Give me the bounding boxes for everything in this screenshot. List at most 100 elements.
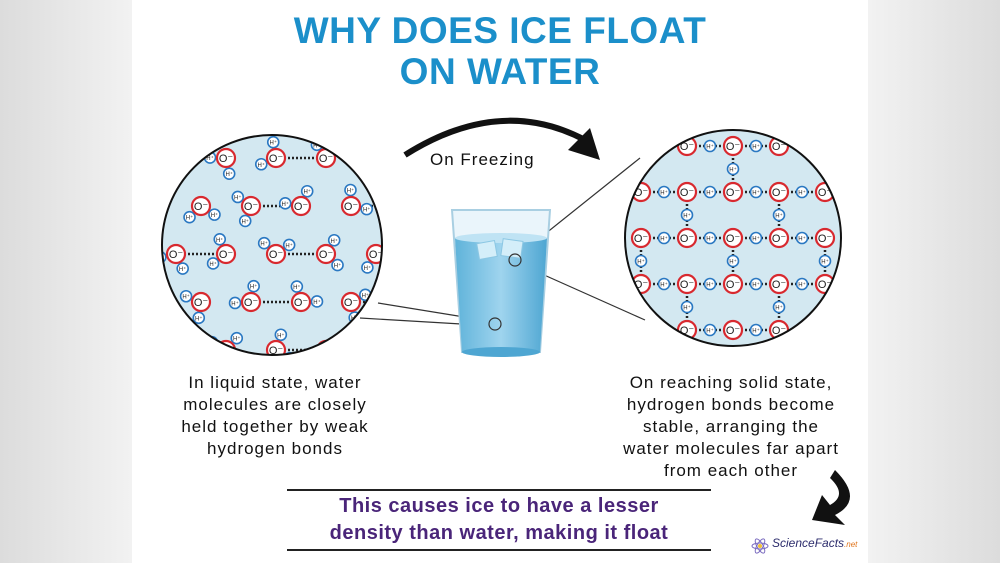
hydrogen-atom: H⁺	[680, 300, 694, 314]
hydrogen-atom: H⁺	[726, 254, 740, 268]
caption-line: hydrogen bonds	[207, 439, 343, 458]
svg-text:H⁺: H⁺	[241, 218, 249, 225]
svg-text:H⁺: H⁺	[660, 144, 668, 151]
hydrogen-atom: H⁺	[657, 231, 671, 245]
svg-text:O⁻: O⁻	[294, 297, 309, 309]
conclusion-box: This causes ice to have a lesser density…	[287, 489, 711, 551]
oxygen-atom: O⁻	[215, 339, 237, 355]
hydrogen-atom: H⁺	[703, 231, 717, 245]
svg-text:O⁻: O⁻	[169, 249, 184, 261]
oxygen-atom: O⁻	[365, 147, 382, 169]
oxygen-atom: O⁻	[165, 339, 187, 357]
svg-text:H⁺: H⁺	[211, 212, 219, 219]
svg-text:O⁻: O⁻	[319, 153, 334, 165]
hydrogen-atom: H⁺	[353, 341, 367, 355]
oxygen-atom: O⁻	[814, 319, 836, 341]
hydrogen-atom: H⁺	[206, 257, 220, 270]
on-freezing-label: On Freezing	[430, 150, 535, 169]
svg-text:H⁺: H⁺	[383, 306, 391, 313]
oxygen-atom: O⁻	[240, 291, 262, 313]
hydrogen-atom: H⁺	[795, 231, 809, 245]
svg-text:H⁺: H⁺	[752, 190, 760, 197]
svg-text:H⁺: H⁺	[182, 294, 190, 301]
svg-text:H⁺: H⁺	[637, 167, 645, 174]
svg-text:O⁻: O⁻	[344, 297, 359, 309]
hydrogen-atom: H⁺	[176, 262, 189, 275]
svg-text:H⁺: H⁺	[821, 259, 829, 266]
liquid-water-magnified: H⁺H⁺O⁻H⁺H⁺O⁻H⁺H⁺O⁻H⁺H⁺O⁻H⁺H⁺O⁻H⁺H⁺O⁻H⁺H⁺…	[161, 134, 410, 371]
hydrogen-atom: H⁺	[331, 258, 344, 272]
svg-text:H⁺: H⁺	[338, 349, 346, 356]
svg-text:O⁻: O⁻	[269, 249, 284, 261]
title-line-2: ON WATER	[399, 51, 601, 92]
svg-text:O⁻: O⁻	[169, 345, 184, 357]
glass-of-water-icon	[450, 209, 552, 357]
svg-text:O⁻: O⁻	[818, 233, 833, 245]
svg-text:H⁺: H⁺	[260, 241, 268, 248]
svg-text:H⁺: H⁺	[225, 171, 233, 178]
oxygen-atom: O⁻	[190, 195, 212, 217]
hydrogen-atom: H⁺	[247, 279, 260, 293]
svg-text:H⁺: H⁺	[347, 188, 355, 195]
hydrogen-atom: H⁺	[795, 139, 809, 153]
svg-text:H⁺: H⁺	[208, 340, 216, 347]
hydrogen-atom: H⁺	[772, 208, 786, 222]
svg-text:H⁺: H⁺	[234, 194, 242, 201]
svg-text:O⁻: O⁻	[818, 325, 833, 337]
hydrogen-atom: H⁺	[179, 289, 193, 303]
hydrogen-atom: H⁺	[749, 323, 763, 337]
svg-text:O⁻: O⁻	[194, 201, 209, 213]
left-backdrop	[0, 0, 132, 563]
oxygen-atom: O⁻	[676, 273, 698, 295]
svg-text:H⁺: H⁺	[383, 144, 391, 151]
hydrogen-atom: H⁺	[278, 197, 292, 210]
svg-text:H⁺: H⁺	[186, 215, 194, 222]
hydrogen-atom: H⁺	[185, 151, 199, 165]
caption-line: hydrogen bonds become	[626, 395, 836, 414]
oxygen-atom: O⁻	[392, 197, 410, 215]
svg-text:O⁻: O⁻	[269, 345, 284, 357]
svg-text:H⁺: H⁺	[683, 213, 691, 220]
svg-text:O⁻: O⁻	[772, 279, 787, 291]
caption-line: held together by weak	[181, 417, 369, 436]
hydrogen-atom: H⁺	[192, 311, 206, 325]
svg-text:O⁻: O⁻	[219, 249, 234, 261]
hydrogen-atom: H⁺	[266, 135, 280, 149]
svg-text:H⁺: H⁺	[285, 242, 293, 249]
hydrogen-atom: H⁺	[680, 208, 694, 222]
svg-text:H⁺: H⁺	[169, 171, 177, 178]
hydrogen-atom: H⁺	[634, 162, 648, 176]
ice-lattice-magnified: H⁺ H⁺ H⁺ H⁺ H⁺ H⁺ H⁺ H⁺ H⁺ H⁺ H⁺ H⁺ H⁺ H⁺ H⁺ H⁺ H⁺ H⁺ H⁺ H⁺…	[624, 129, 842, 347]
svg-text:H⁺: H⁺	[258, 162, 266, 169]
oxygen-atom: O⁻	[290, 291, 312, 313]
oxygen-atom: O⁻	[165, 243, 187, 265]
hydrogen-atom: H⁺	[222, 167, 236, 180]
hydrogen-atom: H⁺	[372, 360, 383, 371]
svg-text:H⁺: H⁺	[330, 238, 338, 245]
svg-text:H⁺: H⁺	[387, 257, 395, 264]
oxygen-atom: O⁻	[814, 135, 836, 157]
svg-text:O⁻: O⁻	[194, 297, 209, 309]
oxygen-atom: O⁻	[315, 147, 337, 169]
svg-text:H⁺: H⁺	[798, 282, 806, 289]
svg-text:O⁻: O⁻	[219, 153, 234, 165]
svg-text:O⁻: O⁻	[680, 279, 695, 291]
caption-line: from each other	[663, 461, 799, 480]
svg-text:O⁻: O⁻	[726, 141, 741, 153]
hydrogen-atom: H⁺	[166, 167, 179, 180]
hydrogen-atom: H⁺	[703, 185, 717, 199]
svg-text:O⁻: O⁻	[726, 233, 741, 245]
hydrogen-atom: H⁺	[795, 185, 809, 199]
liquid-state-caption: In liquid state, water molecules are clo…	[140, 372, 410, 460]
oxygen-atom: O⁻	[290, 195, 312, 217]
hydrogen-atom: H⁺	[749, 139, 763, 153]
svg-text:O⁻: O⁻	[726, 279, 741, 291]
oxygen-atom: O⁻	[265, 339, 287, 357]
hydrogen-atom: H⁺	[634, 254, 648, 268]
hydrogen-atom: H⁺	[749, 277, 763, 291]
svg-text:H⁺: H⁺	[660, 190, 668, 197]
svg-text:H⁺: H⁺	[206, 155, 214, 162]
svg-text:H⁺: H⁺	[637, 259, 645, 266]
svg-text:O⁻: O⁻	[634, 141, 649, 153]
